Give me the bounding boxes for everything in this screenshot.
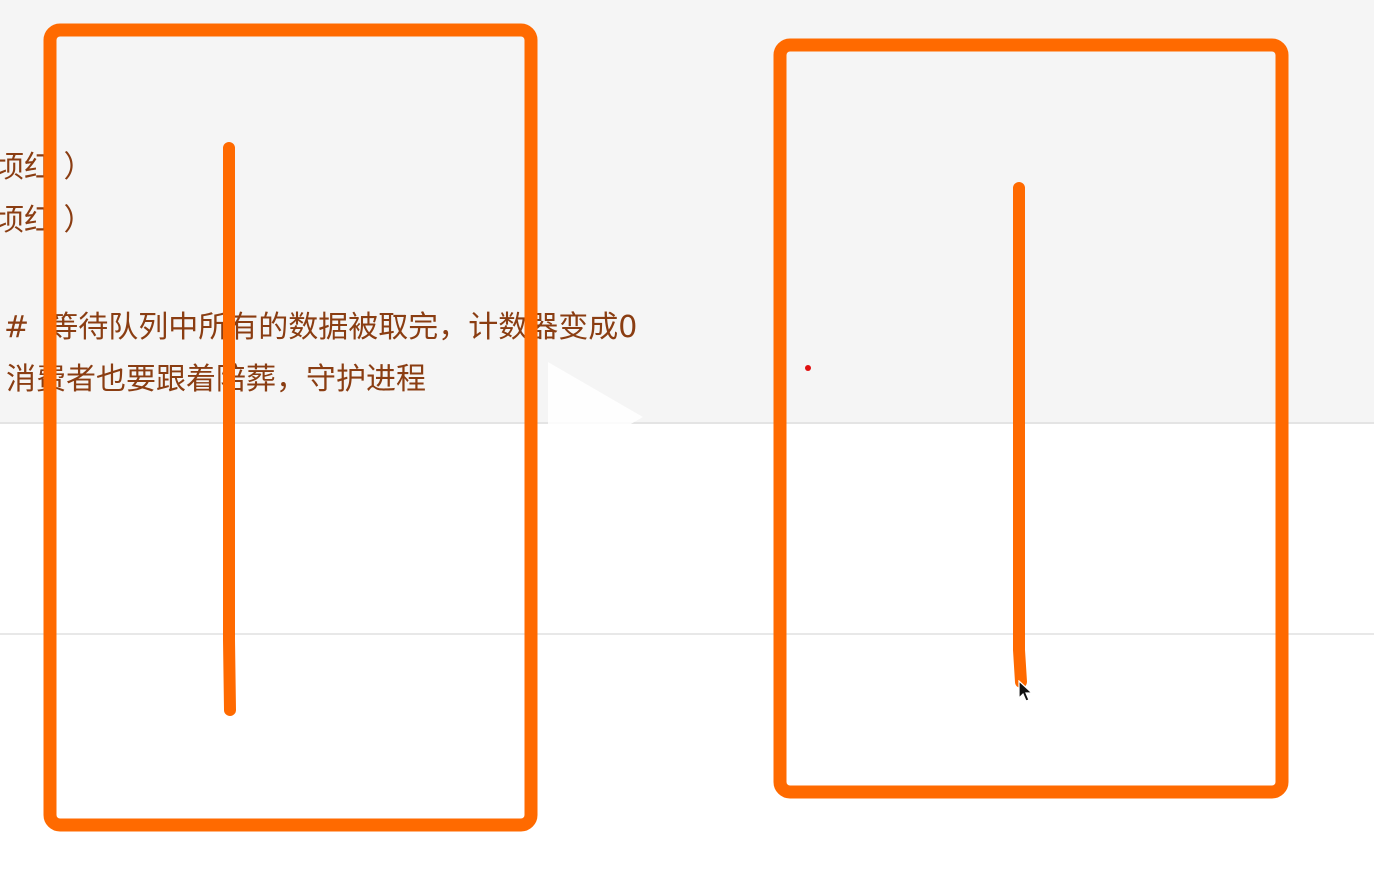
code-line: 顷红 ） — [0, 150, 94, 185]
play-icon[interactable] — [548, 362, 643, 472]
code-line: 顷红 ） — [0, 203, 94, 238]
output-area — [0, 424, 1374, 634]
code-comment-line: # 等待队列中所有的数据被取完，计数器变成0 — [4, 310, 638, 345]
code-comment-line: 消费者也要跟着陪葬，守护进程 — [6, 362, 426, 397]
mouse-pointer-icon — [1018, 680, 1034, 702]
red-laser-dot — [805, 365, 811, 371]
divider — [0, 633, 1374, 635]
code-editor-area: 顷红 ） 顷红 ） # 等待队列中所有的数据被取完，计数器变成0 消费者也要跟着… — [0, 0, 1374, 424]
lower-blank-area — [0, 635, 1374, 896]
